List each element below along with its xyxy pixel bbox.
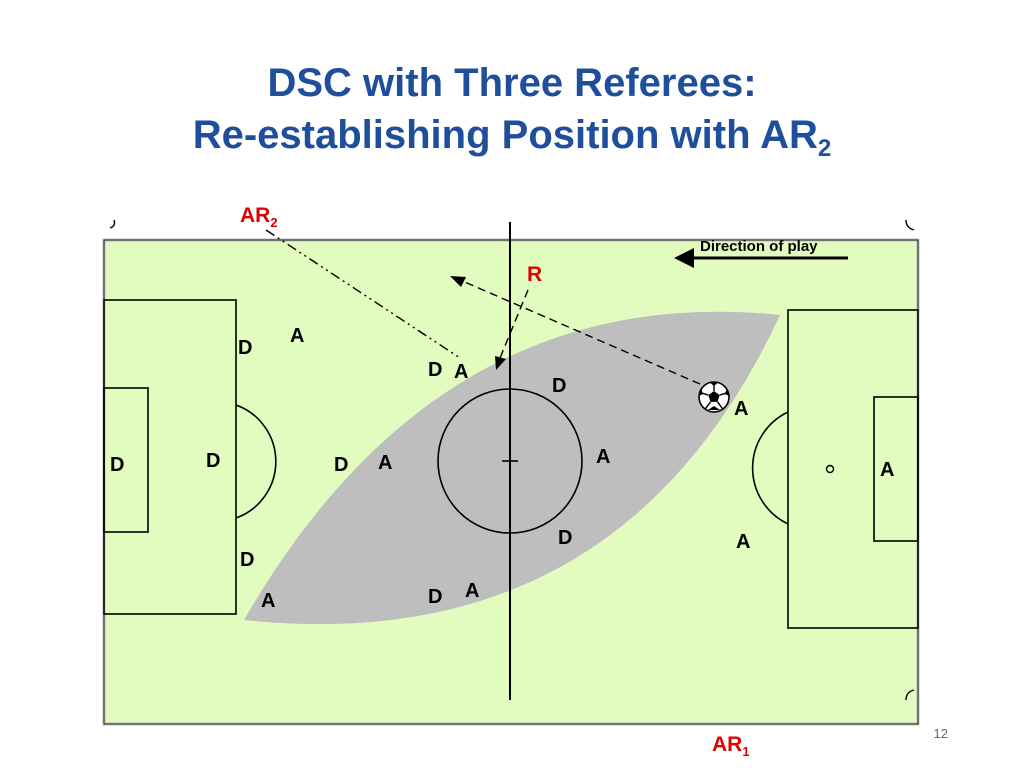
referee-arrowhead [495, 356, 506, 370]
direction-arrowhead [674, 248, 694, 268]
attacker-marker: A [596, 446, 610, 468]
page-number: 12 [933, 726, 948, 741]
center-circle [437, 388, 583, 534]
referee-label: R [527, 263, 542, 286]
left-goal-area [103, 387, 149, 533]
defender-marker: D [240, 549, 254, 571]
defender-marker: D [334, 454, 348, 476]
attacker-marker: A [454, 361, 468, 383]
slide-title-line-2: Re-establishing Position with AR2 [0, 110, 1024, 162]
left-penalty-arc [235, 404, 277, 519]
soccer-ball-icon [698, 381, 730, 413]
defender-marker: D [238, 337, 252, 359]
ar1-label-sub: 1 [742, 744, 749, 759]
attacker-marker: A [465, 580, 479, 602]
attacker-marker: A [290, 325, 304, 347]
ar2-label-main: AR [240, 204, 270, 227]
ar2-label: AR2 [240, 204, 278, 230]
slide-title-line-2-text: Re-establishing Position with AR [192, 113, 818, 157]
corner-top-right [905, 219, 915, 231]
ar1-label: AR1 [712, 733, 750, 759]
direction-of-play-label: Direction of play [700, 238, 818, 255]
ball-pass-line [459, 279, 701, 385]
attacker-marker: A [378, 452, 392, 474]
attacker-marker: A [736, 531, 750, 553]
slide-title-subscript: 2 [817, 135, 832, 162]
slide-title-line-1: DSC with Three Referees: [267, 61, 757, 105]
defender-marker: D [428, 359, 442, 381]
corner-top-left [109, 219, 116, 229]
right-goal-area [873, 396, 919, 542]
corner-bottom-right [905, 689, 915, 701]
defender-marker: D [206, 450, 220, 472]
attacker-marker: A [734, 398, 748, 420]
attacker-marker: A [880, 459, 894, 481]
diagonal-zone [244, 311, 780, 625]
pass-arrowhead [450, 276, 466, 287]
attacker-marker: A [261, 590, 275, 612]
defender-marker: D [552, 375, 566, 397]
defender-marker: D [428, 586, 442, 608]
ar1-label-main: AR [712, 733, 742, 756]
defender-marker: D [110, 454, 124, 476]
right-penalty-arc [751, 411, 789, 525]
right-penalty-spot [825, 464, 835, 474]
ar2-label-sub: 2 [270, 215, 277, 230]
defender-marker: D [558, 527, 572, 549]
